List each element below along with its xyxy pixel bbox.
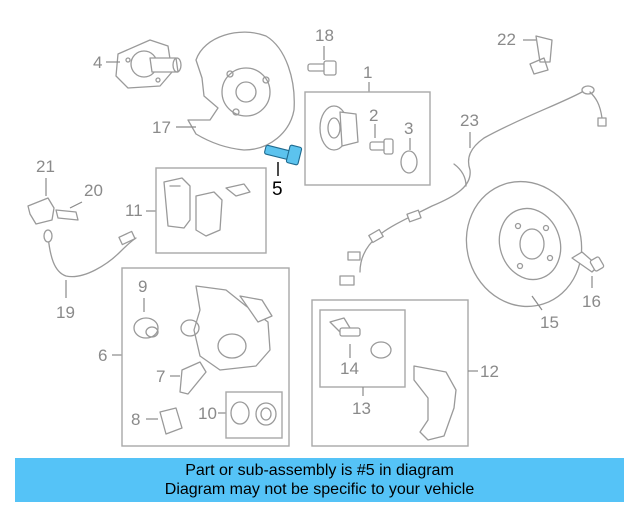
callout-1: 1 [363, 63, 372, 82]
callout-20: 20 [84, 181, 103, 200]
callout-8: 8 [131, 410, 140, 429]
part-16-screw: 16 [571, 251, 605, 311]
callout-12: 12 [480, 362, 499, 381]
part-20-clip: 20 [55, 181, 103, 221]
callout-11: 11 [125, 201, 143, 220]
part-12-bracket-group: 12 14 13 [311, 299, 499, 447]
banner-line-1: Part or sub-assembly is #5 in diagram [185, 462, 454, 479]
part-5-bolt-highlighted: 5 [264, 144, 303, 200]
callout-13: 13 [352, 399, 371, 418]
callout-2: 2 [369, 106, 378, 125]
callout-15: 15 [540, 313, 559, 332]
part-4-wheel-hub: 4 [93, 39, 182, 89]
callout-7: 7 [156, 367, 165, 386]
part-6-caliper-group: 6 9 7 8 10 [98, 267, 290, 447]
part-1-hub-bearing-group: 1 2 3 [304, 63, 431, 186]
callout-6: 6 [98, 346, 107, 365]
callout-17: 17 [152, 118, 171, 137]
callout-22: 22 [497, 30, 516, 49]
callout-5: 5 [272, 179, 283, 200]
callout-9: 9 [138, 277, 147, 296]
part-15-brake-rotor: 15 [465, 180, 583, 332]
part-21-bracket: 21 [27, 157, 55, 225]
part-17-dust-shield: 17 [152, 31, 295, 151]
callout-10: 10 [198, 404, 217, 423]
callout-19: 19 [56, 303, 75, 322]
info-banner: Part or sub-assembly is #5 in diagram Di… [15, 458, 624, 502]
banner-line-2: Diagram may not be specific to your vehi… [164, 481, 475, 498]
callout-23: 23 [460, 111, 479, 130]
part-22-speed-sensor: 22 [497, 30, 553, 75]
part-23-wire-harness: 23 [339, 85, 607, 286]
callout-3: 3 [404, 119, 413, 138]
part-19-wear-sensor: 19 [43, 229, 137, 322]
part-18-bolt: 18 [307, 26, 337, 76]
callout-16: 16 [582, 292, 601, 311]
part-11-brake-pads-group: 11 [125, 167, 267, 254]
callout-21: 21 [36, 157, 55, 176]
callout-14: 14 [340, 359, 359, 378]
callout-18: 18 [315, 26, 334, 45]
callout-4: 4 [93, 53, 102, 72]
